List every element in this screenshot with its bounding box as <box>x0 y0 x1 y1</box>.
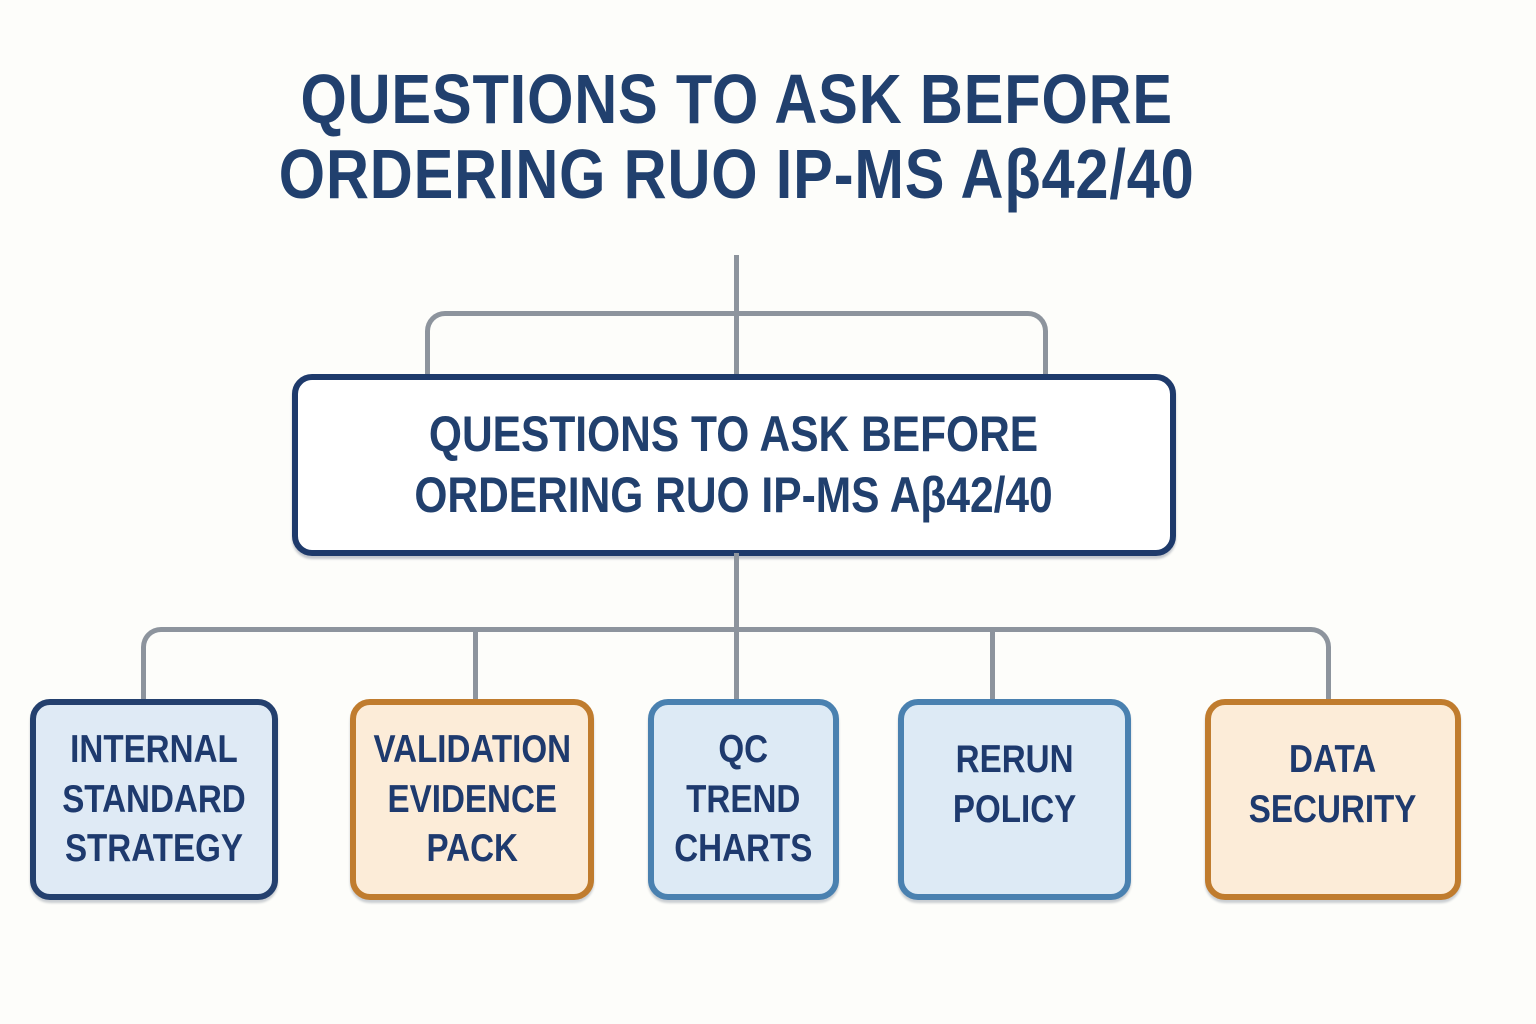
page-title-text: QUESTIONS TO ASK BEFORE ORDERING RUO IP-… <box>279 60 1195 213</box>
connector-drop-rerun <box>990 630 995 699</box>
page-title: QUESTIONS TO ASK BEFORE ORDERING RUO IP-… <box>0 62 1474 212</box>
connector-drop-validation <box>473 630 478 699</box>
node-root-label: QUESTIONS TO ASK BEFORE ORDERING RUO IP-… <box>414 406 1054 523</box>
node-validation-evidence-pack: VALIDATION EVIDENCE PACK <box>350 699 594 900</box>
node-rerun-policy-label: RERUN POLICY <box>952 737 1077 831</box>
connector-lower-bracket <box>141 627 1331 699</box>
node-internal-standard-strategy-label: INTERNAL STANDARD STRATEGY <box>62 727 246 871</box>
node-rerun-policy: RERUN POLICY <box>898 699 1131 900</box>
node-data-security-label: DATA SECURITY <box>1249 737 1417 831</box>
node-qc-trend-charts-label: QC TREND CHARTS <box>674 727 813 871</box>
node-qc-trend-charts: QC TREND CHARTS <box>648 699 839 900</box>
node-data-security: DATA SECURITY <box>1205 699 1461 900</box>
node-validation-evidence-pack-label: VALIDATION EVIDENCE PACK <box>373 727 571 871</box>
node-internal-standard-strategy: INTERNAL STANDARD STRATEGY <box>30 699 278 900</box>
connector-upper-bracket <box>425 311 1048 375</box>
connector-root-stem <box>734 553 739 699</box>
node-root: QUESTIONS TO ASK BEFORE ORDERING RUO IP-… <box>292 374 1176 556</box>
